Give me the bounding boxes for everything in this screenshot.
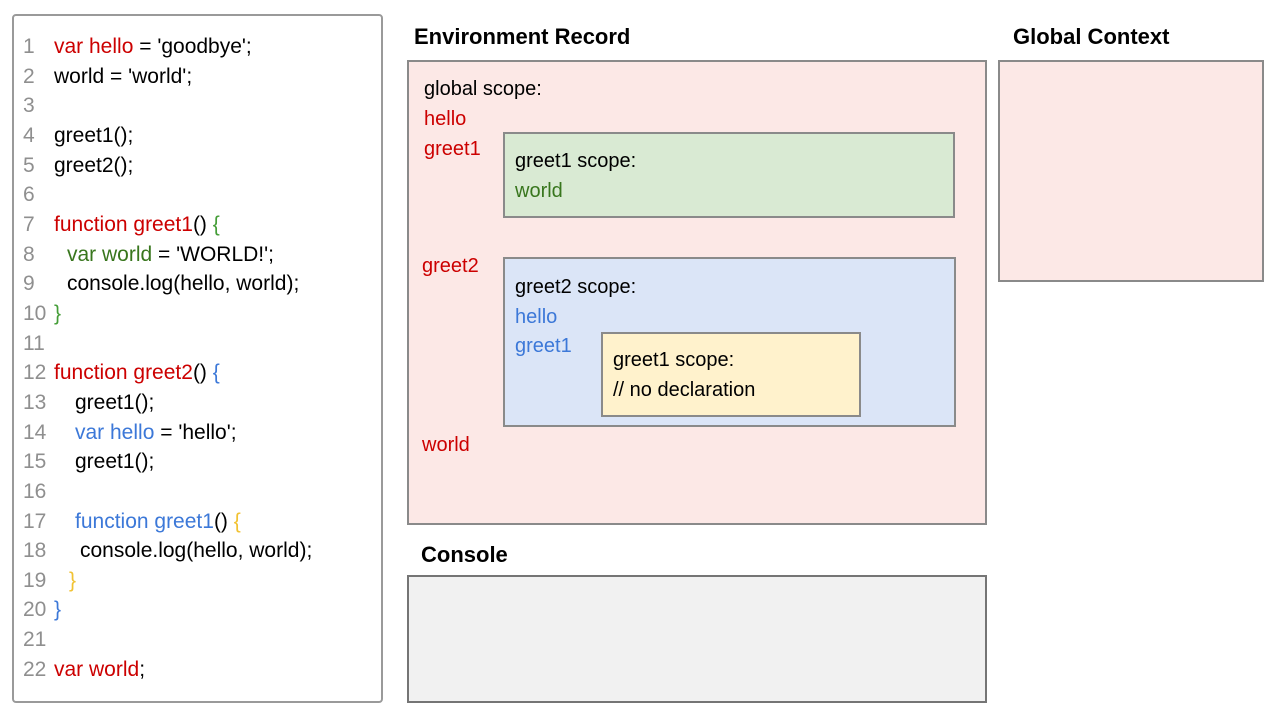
line-number: 17 bbox=[23, 509, 47, 533]
line-number: 8 bbox=[23, 242, 35, 266]
code-line: 21 bbox=[14, 625, 381, 655]
code-text: greet1(); bbox=[75, 450, 155, 474]
code-line: 16 bbox=[14, 477, 381, 507]
code-text: var world; bbox=[54, 657, 146, 681]
code-line: 6 bbox=[14, 180, 381, 210]
greet1-var-world: world bbox=[515, 180, 563, 202]
global-var-greet1: greet1 bbox=[424, 138, 481, 160]
code-line: 22 var world; bbox=[14, 655, 381, 685]
global-var-world: world bbox=[422, 434, 470, 456]
line-number: 22 bbox=[23, 657, 47, 681]
code-line: 13 greet1(); bbox=[14, 388, 381, 418]
greet2-var-hello: hello bbox=[515, 306, 558, 328]
greet2-scope-box: greet2 scope: hello greet1 greet1 scope:… bbox=[503, 257, 956, 427]
code-text: var hello = 'hello'; bbox=[75, 420, 237, 444]
code-editor-panel: 1 var hello = 'goodbye'; 2 world = 'world';… bbox=[12, 14, 383, 703]
code-line: 15 greet1(); bbox=[14, 447, 381, 477]
global-context-box bbox=[998, 60, 1264, 282]
console-title: Console bbox=[421, 542, 508, 567]
line-number: 11 bbox=[23, 331, 45, 355]
code-line: 1 var hello = 'goodbye'; bbox=[14, 32, 381, 62]
line-number: 3 bbox=[23, 94, 35, 118]
code-text: console.log(hello, world); bbox=[67, 272, 300, 296]
line-number: 16 bbox=[23, 479, 47, 503]
code-line: 2 world = 'world'; bbox=[14, 62, 381, 92]
code-text: greet1(); bbox=[54, 123, 134, 147]
nested-greet1-scope-label: greet1 scope: bbox=[613, 349, 735, 371]
code-text: } bbox=[54, 301, 62, 325]
code-line: 3 bbox=[14, 91, 381, 121]
greet2-scope-label: greet2 scope: bbox=[515, 276, 637, 298]
code-line: 19} bbox=[14, 566, 381, 596]
code-text: } bbox=[54, 598, 62, 622]
line-number: 6 bbox=[23, 183, 35, 207]
global-var-greet2: greet2 bbox=[422, 255, 479, 277]
line-number: 10 bbox=[23, 301, 47, 325]
code-line: 7 function greet1() { bbox=[14, 210, 381, 240]
code-lines: 1 var hello = 'goodbye'; 2 world = 'world';… bbox=[14, 32, 381, 684]
code-text: greet1(); bbox=[75, 390, 155, 414]
nested-greet1-scope-comment: // no declaration bbox=[613, 379, 756, 401]
code-text: function greet2() { bbox=[54, 361, 220, 385]
code-text: function greet1() { bbox=[54, 212, 220, 236]
code-text: } bbox=[69, 568, 77, 592]
code-line: 4 greet1(); bbox=[14, 121, 381, 151]
code-line: 9 console.log(hello, world); bbox=[14, 269, 381, 299]
greet1-scope-label: greet1 scope: bbox=[515, 150, 637, 172]
line-number: 15 bbox=[23, 450, 47, 474]
code-text: greet2(); bbox=[54, 153, 134, 177]
line-number: 13 bbox=[23, 390, 47, 414]
code-text: world = 'world'; bbox=[54, 64, 193, 88]
line-number: 4 bbox=[23, 123, 35, 147]
code-line: 17 function greet1() { bbox=[14, 507, 381, 537]
code-line: 12 function greet2() { bbox=[14, 358, 381, 388]
code-text: var hello = 'goodbye'; bbox=[54, 35, 252, 58]
line-number: 19 bbox=[23, 568, 47, 592]
line-number: 21 bbox=[23, 628, 47, 652]
line-number: 1 bbox=[23, 35, 35, 58]
environment-record-title: Environment Record bbox=[414, 24, 631, 49]
code-line: 18 console.log(hello, world); bbox=[14, 536, 381, 566]
greet1-scope-box: greet1 scope: world bbox=[503, 132, 955, 218]
line-number: 9 bbox=[23, 272, 35, 296]
console-output-box bbox=[407, 575, 987, 703]
code-line: 20} bbox=[14, 595, 381, 625]
code-line: 5 greet2(); bbox=[14, 151, 381, 181]
line-number: 18 bbox=[23, 539, 47, 563]
global-scope-label: global scope: bbox=[424, 78, 542, 100]
greet2-var-greet1: greet1 bbox=[515, 335, 572, 357]
code-text: var world = 'WORLD!'; bbox=[67, 242, 274, 266]
line-number: 7 bbox=[23, 212, 35, 236]
code-line: 10} bbox=[14, 299, 381, 329]
code-line: 14 var hello = 'hello'; bbox=[14, 418, 381, 448]
line-number: 20 bbox=[23, 598, 47, 622]
code-text: function greet1() { bbox=[75, 509, 241, 533]
code-text: console.log(hello, world); bbox=[80, 539, 313, 563]
nested-greet1-scope-box: greet1 scope: // no declaration bbox=[601, 332, 861, 417]
global-context-title: Global Context bbox=[1013, 24, 1170, 49]
line-number: 12 bbox=[23, 361, 47, 385]
code-line: 11 bbox=[14, 329, 381, 359]
line-number: 5 bbox=[23, 153, 35, 177]
global-var-hello: hello bbox=[424, 108, 467, 130]
line-number: 2 bbox=[23, 64, 35, 88]
code-line: 8 var world = 'WORLD!'; bbox=[14, 240, 381, 270]
global-scope-box: global scope: hello greet1 greet2 world … bbox=[407, 60, 987, 525]
line-number: 14 bbox=[23, 420, 47, 444]
